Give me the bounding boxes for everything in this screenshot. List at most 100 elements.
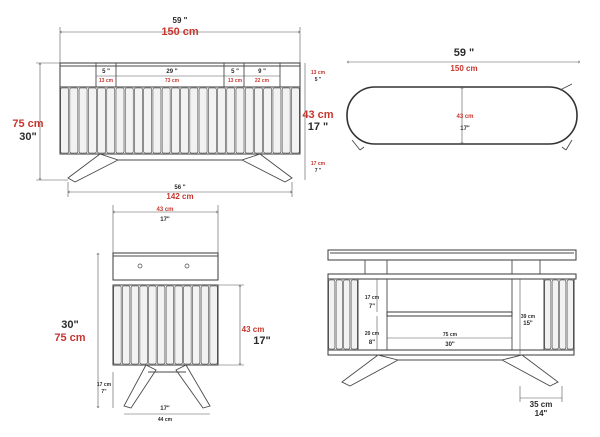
side-fluted-body — [112, 284, 219, 366]
side-total-h-cm: 75 cm — [54, 332, 85, 344]
side-total-h-in: 30" — [61, 319, 78, 331]
flute — [291, 87, 300, 154]
front-body-h-in: 17 " — [308, 121, 329, 133]
side-leg-span-in: 17" — [160, 406, 170, 412]
flute — [566, 279, 574, 350]
side-leg-h-cm: 17 cm — [97, 382, 112, 388]
flute — [122, 285, 131, 365]
top-width-cm: 150 cm — [450, 64, 477, 73]
front-top-h-cm: 13 cm — [311, 70, 326, 76]
flute — [254, 87, 263, 154]
flute — [78, 87, 88, 154]
back-top-board — [327, 249, 577, 261]
side-body-h-cm: 43 cm — [242, 325, 265, 334]
back-leg-right — [500, 354, 559, 387]
side-view: 43 cm 17" 30" 75 cm 43 cm 17" 17 cm 7" 1… — [54, 205, 271, 423]
front-leg-h-cm: 17 cm — [311, 161, 326, 167]
side-leg-left — [123, 364, 157, 409]
side-leg-right — [175, 364, 211, 409]
side-leg-span-cm: 44 cm — [158, 417, 173, 423]
front-leg-span-cm: 142 cm — [166, 192, 193, 201]
flute — [113, 285, 122, 365]
back-second-board — [327, 273, 577, 280]
side-depth-in: 17" — [160, 217, 170, 223]
front-view: 59 " 150 cm 5 " 13 cm 29 " 73 cm 5 " 13 … — [12, 16, 333, 201]
flute — [69, 87, 79, 154]
flute — [263, 87, 273, 154]
flute — [217, 87, 226, 154]
top-depth-in: 17" — [460, 126, 470, 132]
front-drawer1-cm: 13 cm — [99, 78, 114, 84]
flute — [350, 279, 358, 350]
back-shelf-gap-cm: 17 cm — [365, 295, 380, 301]
flute — [200, 285, 209, 365]
side-drawer — [112, 252, 219, 281]
front-flutes — [60, 87, 300, 154]
front-width-cm: 150 cm — [161, 26, 199, 38]
flute — [130, 285, 139, 365]
side-knob-right — [184, 263, 190, 269]
flute — [165, 285, 174, 365]
side-leg-h-in: 7" — [101, 389, 107, 395]
flute — [551, 279, 559, 350]
front-total-h-cm: 75 cm — [12, 118, 43, 130]
front-total-h-in: 30" — [19, 131, 36, 143]
back-leg-left — [341, 354, 400, 387]
back-flutes — [328, 279, 574, 350]
front-width-in: 59 " — [173, 16, 188, 25]
front-middle-in: 29 " — [166, 69, 177, 75]
back-shelf — [386, 311, 513, 317]
flute — [244, 87, 254, 154]
flute — [161, 87, 171, 154]
side-body-h-in: 17" — [253, 335, 270, 347]
back-leg-w-in: 14" — [535, 409, 548, 418]
front-leg-h-in: 7 " — [315, 168, 322, 174]
flute — [152, 87, 162, 154]
flute — [97, 87, 106, 154]
flute — [343, 279, 351, 350]
front-drawer3-in: 9 " — [258, 69, 266, 75]
flute — [124, 87, 134, 154]
front-drawer2-in: 5 " — [231, 69, 239, 75]
side-flutes — [113, 285, 218, 365]
flute — [87, 87, 97, 154]
side-knob-left — [137, 263, 143, 269]
top-depth-cm: 43 cm — [456, 114, 473, 120]
back-shelf-low-cm: 20 cm — [365, 331, 380, 337]
flute — [272, 87, 282, 154]
side-depth-cm: 43 cm — [156, 207, 173, 213]
flute — [143, 87, 153, 154]
flute — [281, 87, 291, 154]
flute — [226, 87, 236, 154]
flute — [139, 285, 148, 365]
flute — [235, 87, 245, 154]
flute — [335, 279, 343, 350]
flute — [209, 285, 218, 365]
back-inner-h-in: 15" — [523, 321, 533, 327]
flute — [60, 87, 69, 154]
flute — [106, 87, 116, 154]
front-drawer1-in: 5 " — [102, 69, 110, 75]
back-view: 17 cm 7" 20 cm 8" 75 cm 30" 39 cm 15" 35… — [327, 249, 577, 418]
back-shelf-gap-in: 7" — [369, 304, 375, 310]
front-body-h-cm: 43 cm — [302, 109, 333, 121]
flute — [544, 279, 552, 350]
flute — [157, 285, 166, 365]
top-view: 59 " 150 cm 43 cm 17" — [346, 47, 580, 151]
flute — [183, 285, 192, 365]
flute — [180, 87, 189, 154]
flute — [174, 285, 183, 365]
flute — [328, 279, 336, 350]
front-top-tray — [59, 62, 301, 88]
flute — [189, 87, 199, 154]
flute — [198, 87, 208, 154]
front-drawer2-cm: 13 cm — [228, 78, 243, 84]
flute — [134, 87, 143, 154]
top-width-in: 59 " — [454, 47, 475, 59]
back-shelf-w-in: 30" — [445, 342, 455, 348]
back-inner-h-cm: 39 cm — [521, 314, 536, 320]
front-leg-left — [67, 153, 120, 183]
flute — [192, 285, 201, 365]
flute — [171, 87, 180, 154]
back-bottom-board — [327, 349, 575, 356]
